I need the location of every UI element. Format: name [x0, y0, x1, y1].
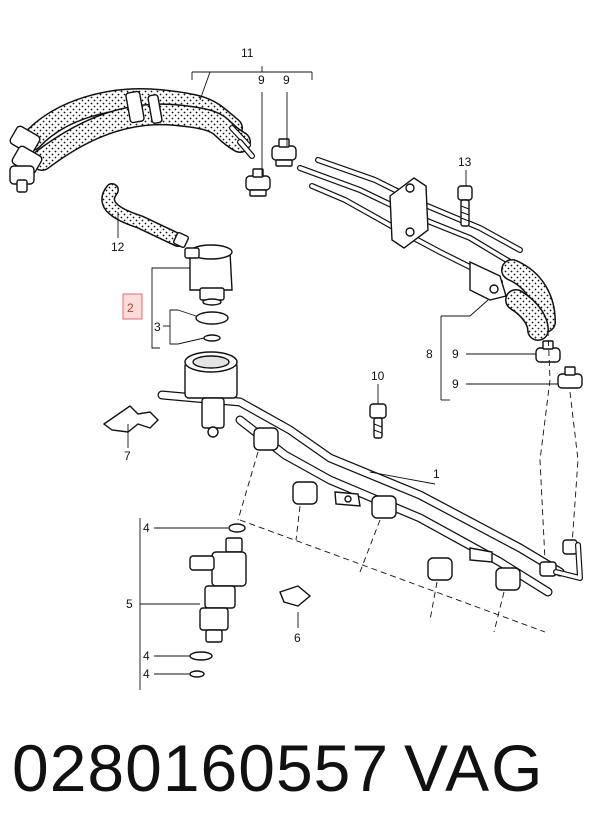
injector-axis-4: [429, 581, 438, 621]
callout-4a: 4: [143, 521, 150, 535]
callout-1: 1: [433, 467, 440, 481]
fuel-pressure-regulator: [184, 244, 233, 306]
callout-12: 12: [111, 240, 125, 254]
fuel-lines-upper: [297, 157, 523, 301]
hose-clamp-right-lower: [557, 366, 583, 389]
o-ring-large: [195, 311, 229, 325]
injector-cup-5: [495, 567, 521, 591]
callout-5: 5: [126, 597, 133, 611]
injector-cup-3: [371, 495, 397, 519]
callout-9c: 9: [452, 347, 459, 361]
callout-3: 3: [154, 320, 161, 334]
callout-9a: 9: [258, 73, 265, 87]
leader-lines: [117, 66, 558, 690]
retaining-clip: [102, 405, 159, 433]
injector-seal-top: [228, 523, 246, 533]
injector-cup-2: [292, 481, 318, 505]
o-ring-small: [203, 334, 221, 342]
injector-seal-middle: [189, 651, 213, 661]
fuel-injector: [189, 537, 247, 643]
supply-line-dashed-a: [539, 329, 551, 561]
callout-2: 2: [127, 301, 134, 315]
injector-axis-5: [493, 591, 505, 633]
callout-7: 7: [124, 449, 131, 463]
bolt-10: [369, 403, 387, 439]
fuel-rail-exploded-diagram: 11 9 9 13 12 2 3 8 9 9 10 7 1 4 5 6 4 4: [9, 46, 583, 690]
callout-6: 6: [294, 631, 301, 645]
return-hose-right: [501, 259, 556, 341]
hose-clamp-right-upper: [535, 340, 561, 363]
callout-4b: 4: [143, 649, 150, 663]
part-number: 0280160557: [12, 731, 390, 805]
highlight-box-2: [122, 293, 143, 320]
injector-plane-line: [239, 519, 546, 633]
callout-9b: 9: [283, 73, 290, 87]
hose-clamp-top-left: [245, 168, 271, 197]
injector-clip: [279, 585, 312, 607]
injector-axis-3: [359, 519, 381, 573]
hose-clamp-top-right: [271, 138, 297, 167]
callout-13: 13: [458, 155, 472, 169]
supply-line-dashed-b: [569, 391, 579, 546]
injector-cup-1: [253, 427, 279, 451]
callout-9d: 9: [452, 377, 459, 391]
injector-axis-1: [237, 451, 259, 521]
injector-axis-2: [295, 505, 301, 541]
injector-cup-4: [427, 557, 453, 581]
callout-10: 10: [371, 369, 385, 383]
brand-label: VAG: [404, 731, 545, 805]
callout-4c: 4: [143, 667, 150, 681]
hose-assembly: [9, 88, 255, 193]
callout-8: 8: [426, 347, 433, 361]
callout-11: 11: [241, 46, 254, 60]
footer-caption: 0280160557 VAG: [12, 728, 592, 818]
injector-seal-bottom: [189, 670, 205, 678]
bolt-13: [457, 185, 473, 227]
fuel-rail: [157, 351, 583, 597]
vacuum-hose: [101, 183, 190, 249]
